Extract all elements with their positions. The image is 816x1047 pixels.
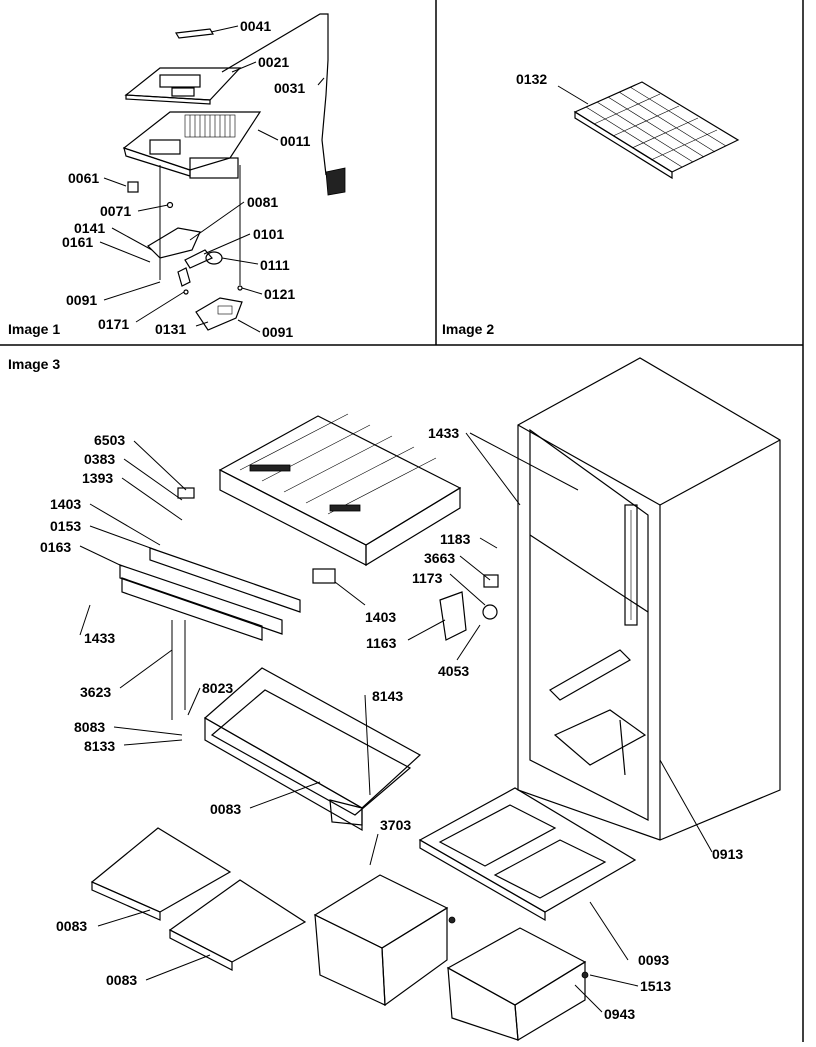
- callout-0091-upper: 0091: [66, 292, 98, 308]
- callout-8083: 8083: [74, 719, 106, 735]
- callout-0011: 0011: [280, 133, 311, 149]
- image3-light-assembly: [439, 574, 499, 641]
- callout-1163: 1163: [366, 635, 397, 651]
- callout-0083-shelf: 0083: [210, 801, 242, 817]
- callout-1433-right: 1433: [428, 425, 460, 441]
- image3-crisper-cover: [418, 787, 637, 922]
- callout-8133: 8133: [84, 738, 116, 754]
- callout-0091-lower: 0091: [262, 324, 294, 340]
- callout-3663: 3663: [424, 550, 456, 566]
- callout-0913: 0913: [712, 846, 744, 862]
- image3-crisper-drawers: [313, 874, 589, 1042]
- callout-1433-left: 1433: [84, 630, 116, 646]
- image2-title: Image 2: [442, 321, 495, 337]
- callout-8023: 8023: [202, 680, 234, 696]
- callout-0131: 0131: [155, 321, 187, 337]
- callout-1183: 1183: [440, 531, 471, 547]
- callout-0093: 0093: [638, 952, 670, 968]
- callout-0101: 0101: [253, 226, 285, 242]
- callout-0111: 0111: [260, 257, 290, 273]
- callout-3623: 3623: [80, 684, 112, 700]
- callout-3703: 3703: [380, 817, 412, 833]
- callout-0081: 0081: [247, 194, 279, 210]
- callout-1403-right: 1403: [365, 609, 397, 625]
- callout-0041: 0041: [240, 18, 272, 34]
- image3-title: Image 3: [8, 356, 61, 372]
- callout-0061: 0061: [68, 170, 100, 186]
- callout-0171: 0171: [98, 316, 130, 332]
- callout-1393: 1393: [82, 470, 114, 486]
- callout-0031: 0031: [274, 80, 306, 96]
- callout-0163: 0163: [40, 539, 72, 555]
- image3-control-panel: [119, 487, 336, 720]
- callout-0153: 0153: [50, 518, 82, 534]
- callout-0083-left: 0083: [56, 918, 88, 934]
- image3-freezer-shelf: [218, 413, 462, 567]
- image1-parts: [122, 13, 346, 331]
- callout-8143: 8143: [372, 688, 404, 704]
- image1-title: Image 1: [8, 321, 61, 337]
- image2-parts: [557, 81, 740, 180]
- callout-0071: 0071: [100, 203, 132, 219]
- callout-4053: 4053: [438, 663, 470, 679]
- callout-0161: 0161: [62, 234, 94, 250]
- callout-0021: 0021: [258, 54, 290, 70]
- image3-loose-shelves: [90, 827, 307, 971]
- callout-0943: 0943: [604, 1006, 636, 1022]
- callout-6503: 6503: [94, 432, 126, 448]
- image3-fresh-shelf: [203, 667, 422, 832]
- image3-leaders: [79, 432, 713, 1013]
- image1-leaders: [99, 25, 325, 333]
- callout-1403-left: 1403: [50, 496, 82, 512]
- callout-0383: 0383: [84, 451, 116, 467]
- callout-0132: 0132: [516, 71, 548, 87]
- callout-1513: 1513: [640, 978, 672, 994]
- callout-0083-lower: 0083: [106, 972, 138, 988]
- callout-1173: 1173: [412, 570, 443, 586]
- callout-0121: 0121: [264, 286, 296, 302]
- callout-0141: 0141: [74, 220, 106, 236]
- image3-cabinet: [517, 357, 781, 841]
